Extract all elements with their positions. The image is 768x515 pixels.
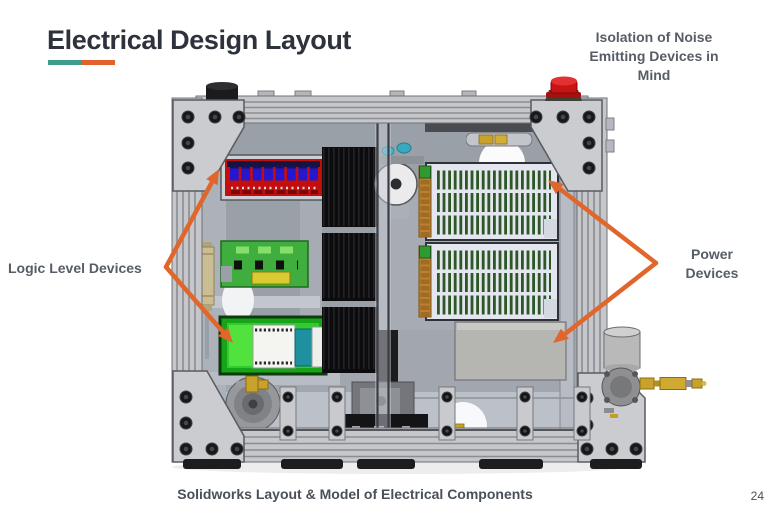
title-underline [48,60,115,65]
logic-devices-arrows [163,169,233,343]
air-regulator-valve [601,326,707,418]
vertical-guide-rail [375,116,391,430]
brass-elbow-fitting [236,375,269,393]
emergency-stop-button [545,76,582,101]
annotation-power-devices: Power Devices [685,246,739,281]
pneumatic-fitting-top [458,132,533,147]
power-supply-box [454,321,567,381]
microcontroller-board [218,315,328,376]
power-devices-arrows [548,180,659,343]
corner-plate-top-left [172,99,246,192]
cooling-fan [225,376,281,432]
rail-clamp-tabs [279,386,591,441]
heatsink [322,147,377,373]
relay-board [220,154,327,201]
annotation-logic-level-devices: Logic Level Devices [8,260,142,276]
interface-pcb [220,240,309,288]
corner-plate-bottom-left [172,370,245,463]
cap-fitting [206,82,238,100]
power-board-lower [418,242,559,321]
annotation-noise-isolation: Isolation of Noise Emitting Devices in M… [589,29,719,83]
fuse-holder [199,242,215,359]
title-underline-teal [48,60,82,65]
power-board-upper [418,162,559,241]
slide-caption: Solidworks Layout & Model of Electrical … [177,486,533,502]
corner-plate-top-right [529,99,603,192]
machine-feet [183,459,642,469]
page-number: 24 [750,489,764,503]
page-title: Electrical Design Layout [47,25,351,55]
panel-cutout-left [222,278,254,322]
frame-bottom-rail [171,427,645,463]
frame-top-rail [195,90,589,124]
title-underline-orange [82,60,115,65]
